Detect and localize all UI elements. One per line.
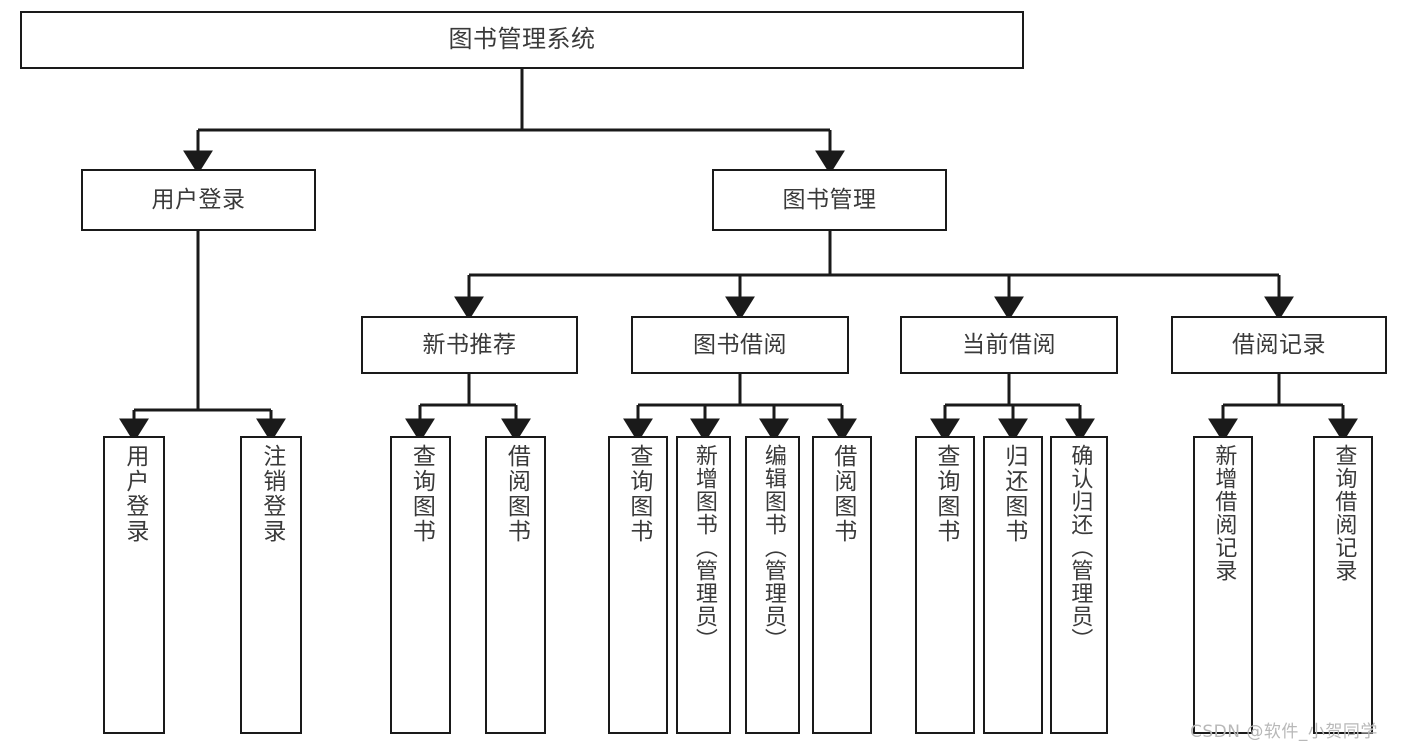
leaf-query-book-recommend[interactable]: 查询图书 [390,436,451,734]
node-label: 查询图书 [932,444,959,544]
leaf-edit-book[interactable]: 编辑图书（管理员） [745,436,800,734]
leaf-logout-login[interactable]: 注销登录 [240,436,302,734]
leaf-borrow-book-recommend[interactable]: 借阅图书 [485,436,546,734]
node-label: 查询图书 [408,444,435,544]
leaf-query-borrow-record[interactable]: 查询借阅记录 [1313,436,1373,734]
leaf-confirm-return[interactable]: 确认归还（管理员） [1050,436,1108,734]
node-user-login[interactable]: 用户登录 [81,169,316,231]
node-label: 归还图书 [1000,444,1027,544]
node-book-borrow[interactable]: 图书借阅 [631,316,849,374]
leaf-add-borrow-record[interactable]: 新增借阅记录 [1193,436,1253,734]
node-label: 新增图书（管理员） [691,444,717,651]
node-label: 查询图书 [625,444,652,544]
node-label: 新增借阅记录 [1211,444,1237,582]
node-label: 借阅图书 [503,444,530,544]
node-label: 用户登录 [151,186,246,213]
leaf-borrow-book-borrow[interactable]: 借阅图书 [812,436,872,734]
leaf-return-book[interactable]: 归还图书 [983,436,1043,734]
leaf-query-book-borrow[interactable]: 查询图书 [608,436,668,734]
node-borrow-record[interactable]: 借阅记录 [1171,316,1387,374]
node-label: 新书推荐 [422,331,517,358]
node-label: 编辑图书（管理员） [760,444,786,651]
node-label: 借阅记录 [1232,331,1326,358]
leaf-add-book[interactable]: 新增图书（管理员） [676,436,731,734]
node-book-management[interactable]: 图书管理 [712,169,947,231]
node-new-book-recommend[interactable]: 新书推荐 [361,316,578,374]
leaf-query-book-current[interactable]: 查询图书 [915,436,975,734]
node-label: 注销登录 [258,444,285,544]
node-label: 确认归还（管理员） [1067,444,1093,651]
node-current-borrow[interactable]: 当前借阅 [900,316,1118,374]
node-label: 当前借阅 [962,331,1056,358]
csdn-watermark: CSDN @软件_小贺同学 [1190,722,1378,742]
node-label: 用户登录 [121,444,148,544]
node-label: 图书管理 [782,186,877,213]
node-label: 借阅图书 [829,444,856,544]
node-label: 查询借阅记录 [1331,444,1357,582]
node-root-system[interactable]: 图书管理系统 [20,11,1024,69]
node-label: 图书管理系统 [448,25,596,54]
node-label: 图书借阅 [693,331,787,358]
leaf-user-login[interactable]: 用户登录 [103,436,165,734]
